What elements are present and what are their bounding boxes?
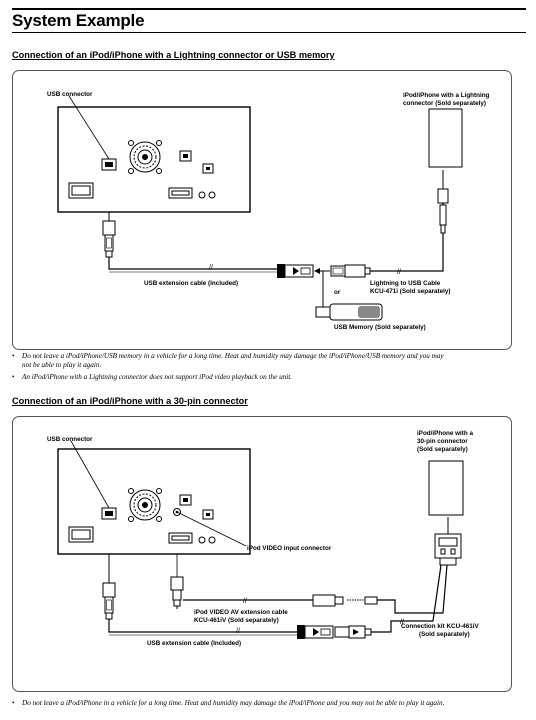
usb-extension-receptacle <box>297 625 334 639</box>
usb-memory-label: USB Memory (Sold separately) <box>334 324 426 331</box>
usb-connector-leader <box>68 95 110 160</box>
lightning-cable-label-2: KCU-471i (Sold separately) <box>370 288 451 295</box>
section1-heading: Connection of an iPod/iPhone with a Ligh… <box>12 50 335 60</box>
svg-text://: // <box>243 598 247 605</box>
iphone-lightning-device <box>428 108 463 168</box>
av-extension-jack <box>312 594 378 607</box>
usb-extension-cable <box>108 619 303 633</box>
lightning-connector <box>437 188 449 234</box>
video-input-leader <box>176 511 247 547</box>
thirty-pin-connector <box>434 533 462 566</box>
ipod-30pin-device <box>428 460 464 516</box>
section2-heading: Connection of an iPod/iPhone with a 30-p… <box>12 396 248 406</box>
usb-memory-stick <box>315 301 383 321</box>
device-label-1: iPod/iPhone with a Lightning <box>403 92 490 99</box>
or-label: or <box>334 289 341 296</box>
section1-note-2: •An iPod/iPhone with a Lightning connect… <box>12 373 293 381</box>
av-cable-label-2: KCU-461iV (Sold separately) <box>194 617 279 624</box>
section1-diagram-svg: USB connector // USB extension cable (In… <box>47 91 490 331</box>
title-top-rule <box>12 8 526 10</box>
device2-label-3: (Sold separately) <box>417 446 468 453</box>
section1-diagram: USB connector // USB extension cable (In… <box>12 70 512 350</box>
title-bottom-rule <box>12 32 526 33</box>
usb-plug <box>102 554 116 620</box>
usb-connector-label: USB connector <box>47 91 93 98</box>
usb-plug <box>102 212 116 258</box>
kit-label-1: Connection kit KCU-461iV <box>401 623 479 630</box>
av-plug <box>170 576 184 609</box>
device-label-2: connector (Sold separately) <box>403 100 486 107</box>
lightning-cable-usb-plug <box>330 264 371 278</box>
usb-connector-leader <box>70 440 110 509</box>
page-title: System Example <box>12 11 145 30</box>
usb-extension-cable <box>108 257 283 270</box>
kit-label-2: (Sold separately) <box>419 631 470 638</box>
svg-text://: // <box>236 628 240 635</box>
connection-kit-cable <box>371 564 442 633</box>
section2-note-1: •Do not leave a iPod/iPhone in a vehicle… <box>12 699 445 707</box>
usb-extension-receptacle <box>277 264 314 278</box>
usb-ext-cable-label: USB extension cable (Included) <box>147 640 241 647</box>
lightning-cable <box>370 203 444 272</box>
video-input-label: iPod VIDEO input connector <box>247 545 332 552</box>
svg-text://: // <box>400 619 404 626</box>
head-unit-rear-panel <box>57 106 251 213</box>
section2-diagram-svg: USB connector iPod VIDEO input connector… <box>47 430 479 647</box>
svg-text://: // <box>397 269 401 276</box>
head-unit-rear-panel <box>57 448 251 555</box>
av-cable-label-1: iPod VIDEO AV extension cable <box>194 609 288 616</box>
section1-note-1: •Do not leave a iPod/iPhone/USB memory i… <box>12 352 444 369</box>
svg-text://: // <box>209 265 213 272</box>
lightning-cable-label-1: Lightning to USB Cable <box>370 280 441 287</box>
usb-ext-cable-label: USB extension cable (Included) <box>144 280 238 287</box>
section2-diagram: USB connector iPod VIDEO input connector… <box>12 416 512 692</box>
device2-label-1: iPod/iPhone with a <box>417 430 473 437</box>
kit-usb-plug <box>334 625 372 639</box>
usb-connector-label: USB connector <box>47 436 93 443</box>
device2-label-2: 30-pin connector <box>417 438 468 445</box>
